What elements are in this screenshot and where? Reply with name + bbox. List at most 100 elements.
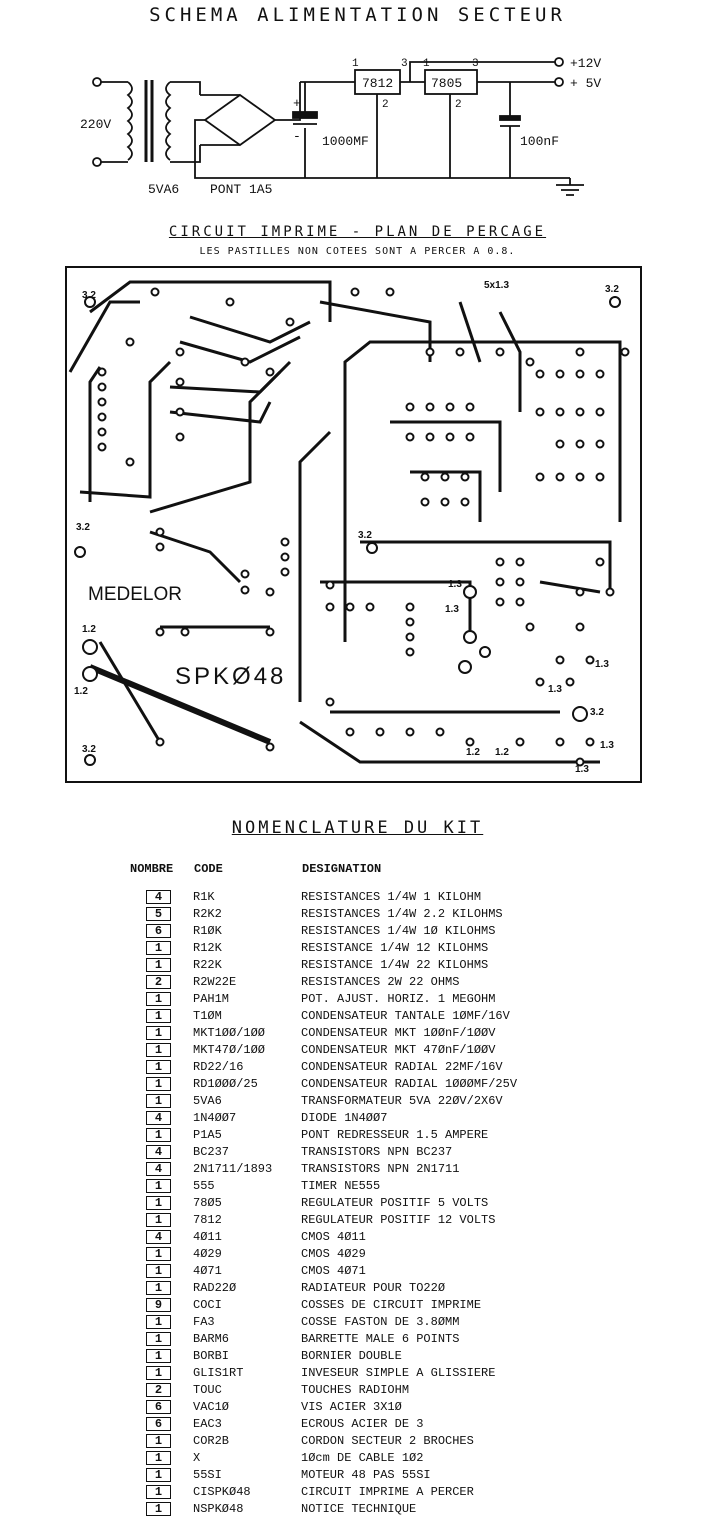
kit-qty: 1 xyxy=(146,1246,171,1261)
pcb-pad xyxy=(405,632,415,642)
kit-code: PAH1M xyxy=(193,991,230,1006)
hole-size-label: 1.3 xyxy=(600,740,614,751)
transformer-secondary xyxy=(165,81,172,161)
output-12v-terminal xyxy=(554,57,564,67)
kit-code: 2N1711/1893 xyxy=(193,1161,273,1176)
pcb-pad xyxy=(265,627,275,637)
pcb-pad xyxy=(125,457,135,467)
pcb-pad xyxy=(595,472,605,482)
power-supply-schematic: 220V 5VA6 PONT 1A5 1000MF 100nF 7812 780… xyxy=(80,56,601,197)
header-designation: DESIGNATION xyxy=(302,862,382,876)
pcb-pad xyxy=(525,622,535,632)
header-qty: NOMBRE xyxy=(130,862,174,876)
kit-code: X xyxy=(193,1450,201,1465)
pcb-pad xyxy=(97,397,107,407)
bridge-rectifier xyxy=(203,93,277,147)
pcb-pad xyxy=(425,432,435,442)
pcb-pad xyxy=(595,407,605,417)
pcb-pads xyxy=(74,287,630,767)
kit-desc: BARRETTE MALE 6 POINTS xyxy=(301,1331,460,1346)
kit-qty: 5 xyxy=(146,906,171,921)
pcb-pad xyxy=(345,727,355,737)
pcb-pad xyxy=(265,742,275,752)
pcb-pad xyxy=(595,557,605,567)
kit-qty: 4 xyxy=(146,1144,171,1159)
kit-code: EAC3 xyxy=(193,1416,222,1431)
pcb-pad xyxy=(555,737,565,747)
kit-desc: MOTEUR 48 PAS 55SI xyxy=(301,1467,431,1482)
kit-code: RD22/16 xyxy=(193,1059,244,1074)
kit-desc: TRANSFORMATEUR 5VA 22ØV/2X6V xyxy=(301,1093,503,1108)
pcb-pad xyxy=(605,587,615,597)
pcb-pad xyxy=(405,432,415,442)
pin-label: 3 xyxy=(472,58,479,70)
kit-code: R2W22E xyxy=(193,974,237,989)
kit-code: 55SI xyxy=(193,1467,222,1482)
pcb-pad xyxy=(555,472,565,482)
pcb-pad xyxy=(405,402,415,412)
pcb-pad xyxy=(463,630,477,644)
pcb-pad xyxy=(515,557,525,567)
pcb-pad xyxy=(535,472,545,482)
input-terminal xyxy=(92,157,102,167)
pcb-pad xyxy=(425,402,435,412)
kit-qty: 4 xyxy=(146,1229,171,1244)
pcb-pad xyxy=(555,439,565,449)
pin-label: 1 xyxy=(423,58,430,70)
kit-code: 1N4ØØ7 xyxy=(193,1110,237,1125)
hole-note-label: 5x1.3 xyxy=(484,280,509,291)
kit-code: COR2B xyxy=(193,1433,230,1448)
hole-size-label: 1.2 xyxy=(495,747,509,758)
kit-desc: RESISTANCES 1/4W 1Ø KILOHMS xyxy=(301,923,496,938)
pcb-pad xyxy=(575,587,585,597)
pcb-pad xyxy=(366,542,378,554)
kit-qty: 1 xyxy=(146,1484,171,1499)
kit-qty: 1 xyxy=(146,991,171,1006)
hole-size-label: 3.2 xyxy=(76,522,90,533)
kit-desc: TOUCHES RADIOHM xyxy=(301,1382,410,1397)
kit-desc: RESISTANCE 1/4W 22 KILOHMS xyxy=(301,957,489,972)
kit-qty: 1 xyxy=(146,957,171,972)
kit-desc: COSSES DE CIRCUIT IMPRIME xyxy=(301,1297,482,1312)
kit-qty: 4 xyxy=(146,1161,171,1176)
pcb-pad xyxy=(460,497,470,507)
kit-code: P1A5 xyxy=(193,1127,222,1142)
kit-desc: PONT REDRESSEUR 1.5 AMPERE xyxy=(301,1127,489,1142)
pcb-pad xyxy=(555,407,565,417)
pcb-pad xyxy=(479,646,491,658)
pcb-pad xyxy=(463,585,477,599)
kit-code: 4Ø71 xyxy=(193,1263,222,1278)
kit-desc: POT. AJUST. HORIZ. 1 MEGOHM xyxy=(301,991,496,1006)
transformer-label: 5VA6 xyxy=(148,182,179,197)
pcb-reference: SPKØ48 xyxy=(175,663,286,690)
pcb-pad xyxy=(285,317,295,327)
pcb-pad xyxy=(155,527,165,537)
pcb-pad xyxy=(420,472,430,482)
kit-qty: 1 xyxy=(146,1195,171,1210)
pin-label: 2 xyxy=(382,99,389,111)
pcb-pad xyxy=(575,347,585,357)
pcb-pad xyxy=(280,567,290,577)
pcb-pad xyxy=(515,597,525,607)
pcb-pad xyxy=(175,347,185,357)
capacitor-1000mf xyxy=(292,111,318,119)
kit-code: R12K xyxy=(193,940,222,955)
kit-desc: CORDON SECTEUR 2 BROCHES xyxy=(301,1433,474,1448)
pcb-drilling-plan: 3.2 3.2 3.2 3.2 3.2 3.2 1.2 1.2 1.3 1.3 … xyxy=(65,266,642,783)
cap2-label: 100nF xyxy=(520,134,559,149)
